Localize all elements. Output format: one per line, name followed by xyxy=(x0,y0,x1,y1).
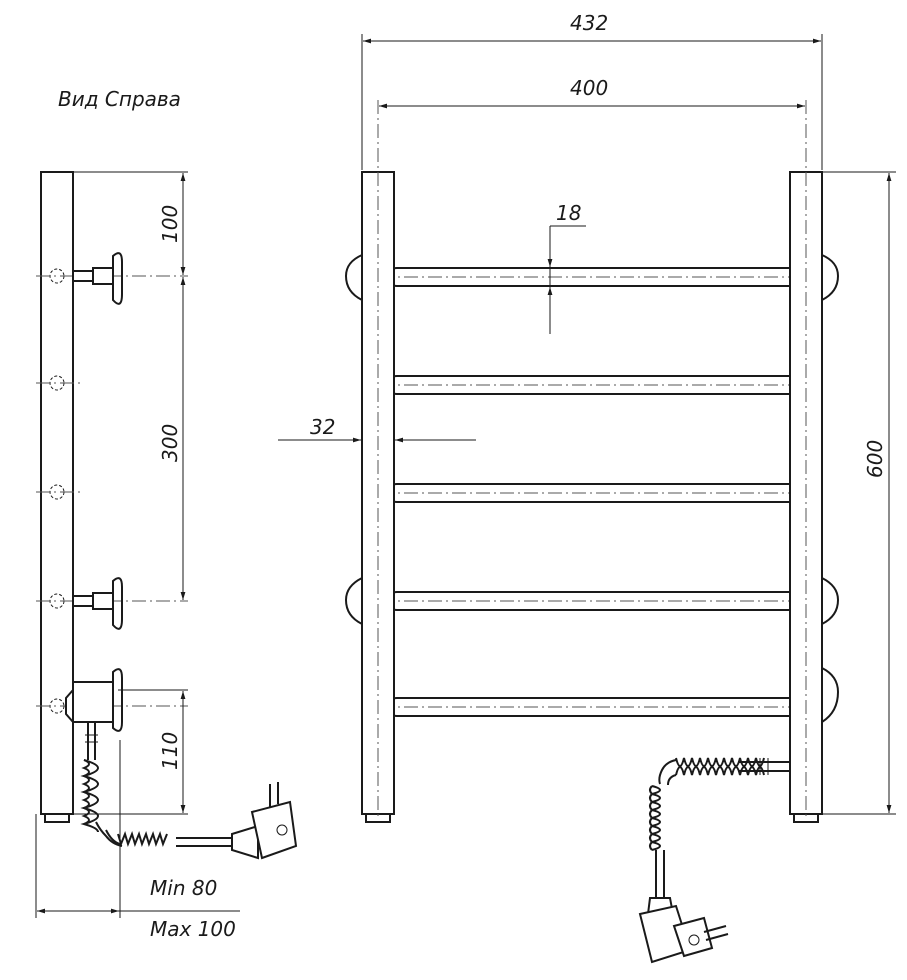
dim-side-bottom: 110 xyxy=(158,732,182,770)
side-heater-mount xyxy=(65,668,123,732)
dim-overall-width: 432 xyxy=(570,11,608,35)
rung xyxy=(387,267,799,287)
side-cable xyxy=(80,722,232,848)
side-mount-lower xyxy=(72,577,123,630)
dim-pipe-diameter: 32 xyxy=(310,415,335,439)
side-plug-icon xyxy=(231,782,298,860)
rungs xyxy=(387,267,799,717)
view-title: Вид Справа xyxy=(58,87,181,111)
dim-center-width: 400 xyxy=(570,76,608,100)
dim-wall-max: Max 100 xyxy=(150,917,236,941)
dim-side-top: 100 xyxy=(158,205,182,243)
rung xyxy=(387,591,799,611)
dim-height: 600 xyxy=(863,440,887,478)
side-view: Вид Справа xyxy=(35,87,298,941)
rung xyxy=(387,375,799,395)
dim-side-spacing: 300 xyxy=(158,424,182,462)
side-mount-upper xyxy=(72,252,123,305)
dim-tube-diameter: 18 xyxy=(556,201,581,225)
rung xyxy=(387,483,799,503)
front-plug-icon xyxy=(638,897,729,964)
dim-wall-min: Min 80 xyxy=(150,876,217,900)
front-view: 432 400 18 32 600 xyxy=(278,11,896,964)
front-cable xyxy=(649,757,790,898)
rung xyxy=(387,697,799,717)
